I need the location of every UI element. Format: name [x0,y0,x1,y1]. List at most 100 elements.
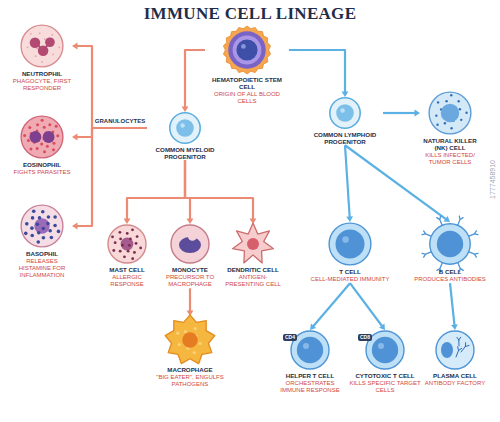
cell-name: BASOPHIL [12,250,72,257]
arrow-line [345,145,350,217]
cell-part [422,252,432,258]
cell-description: CELL-MEDIATED IMMUNITY [308,276,392,283]
lineage-arrow [289,50,348,97]
cell-part [55,125,58,128]
arrow-line [77,128,147,226]
cell-part [56,134,59,137]
cell-illustration [21,25,63,67]
cell-part [445,100,447,102]
lineage-arrow [350,283,385,330]
cell-part [127,250,130,253]
cell-part [223,26,270,74]
cell-part [378,343,384,349]
cell-node: BASOPHILRELEASES HISTAMINE FOR INFLAMMAT… [12,204,72,279]
cell-part [25,222,29,226]
arrow-head [342,92,349,98]
cell-symbol [329,97,361,129]
cell-part [435,114,437,116]
cell-part [176,119,194,137]
cell-part [178,343,181,346]
cell-part [52,53,54,55]
cell-symbol [170,224,210,264]
cell-part [193,351,196,354]
cell-name: EOSINOPHIL [12,161,72,168]
cell-part [27,139,30,142]
cell-part [468,231,478,237]
cell-part [450,94,452,96]
cell-part [40,142,43,145]
cell-name: PLASMA CELL [419,372,491,379]
cell-symbol [428,222,472,266]
cell-illustration [171,225,209,263]
cell-part [241,44,246,49]
marker-badge: CD4 [283,334,297,341]
cell-symbol [107,224,147,264]
marker-text: CD4 [285,334,295,340]
arrow-head [72,43,78,50]
cell-name: MONOCYTE [159,266,221,273]
cell-illustration [21,205,63,247]
cell-part [460,119,462,121]
cell-part [37,231,41,235]
cell-part [182,332,197,347]
cell-part [27,46,29,48]
cell-node: MONOCYTEPRECURSOR TO MACROPHAGE [159,224,221,288]
cell-part [43,150,46,153]
cell-symbol [20,24,64,68]
cell-part [335,229,364,258]
cell-part [171,225,209,263]
cell-part [50,236,54,240]
cell-description: ORCHESTRATES IMMUNE RESPONSE [274,380,346,394]
arrow-head [187,219,194,225]
lineage-arrow [450,283,458,330]
cell-description: PHAGOCYTE, FIRST RESPONDER [12,78,72,92]
arrow-line [450,283,454,325]
cell-symbol [169,112,201,144]
cell-part [372,337,398,363]
cell-node: MAST CELLALLERGIC RESPONSE [96,224,158,288]
lineage-arrow [185,160,256,224]
cell-part [188,232,197,241]
cell-part [429,92,471,134]
cell-name: COMMON MYELOID PROGENITOR [147,146,223,160]
cell-part [38,46,49,57]
cell-description: ORIGIN OF ALL BLOOD CELLS [205,91,289,105]
cell-part [437,231,463,257]
cell-node: NATURAL KILLER (NK) CELLKILLS INFECTED/ … [420,91,480,166]
cell-part [38,216,42,220]
cell-description: ANTIGEN-PRESENTING CELL [222,274,284,288]
cell-part [108,225,146,263]
cell-part [29,147,32,150]
cell-part [44,38,46,40]
lineage-arrow [345,145,450,222]
cell-part [43,126,46,129]
cell-part [21,25,63,67]
cell-part [46,145,49,148]
arrow-line [77,46,147,128]
cell-name: MAST CELL [96,266,158,273]
cell-part [129,238,132,241]
cell-description: KILLS SPECIFIC TARGET CELLS [349,380,421,394]
cell-part [53,215,57,219]
watermark-text: 1777458910 [489,160,496,199]
cell-part [36,123,39,126]
cell-part [34,218,49,233]
cell-description: PRODUCES ANTIBODIES [408,276,492,283]
cell-part [436,124,438,126]
cell-part [459,108,461,110]
arrow-line [350,283,382,326]
cell-name: DENDRITIC CELL [222,266,284,273]
cell-part [23,134,26,137]
cell-part [30,37,41,48]
cell-illustration [165,315,215,364]
cell-part [36,240,40,244]
cell-part [42,236,46,240]
cell-part [131,228,134,231]
lineage-arrow [185,160,193,224]
cell-name: MACROPHAGE [150,366,230,373]
cell-part [114,241,117,244]
cell-part [422,231,432,237]
cell-part [30,226,34,230]
cell-illustration [429,92,471,134]
cell-part [450,127,452,129]
